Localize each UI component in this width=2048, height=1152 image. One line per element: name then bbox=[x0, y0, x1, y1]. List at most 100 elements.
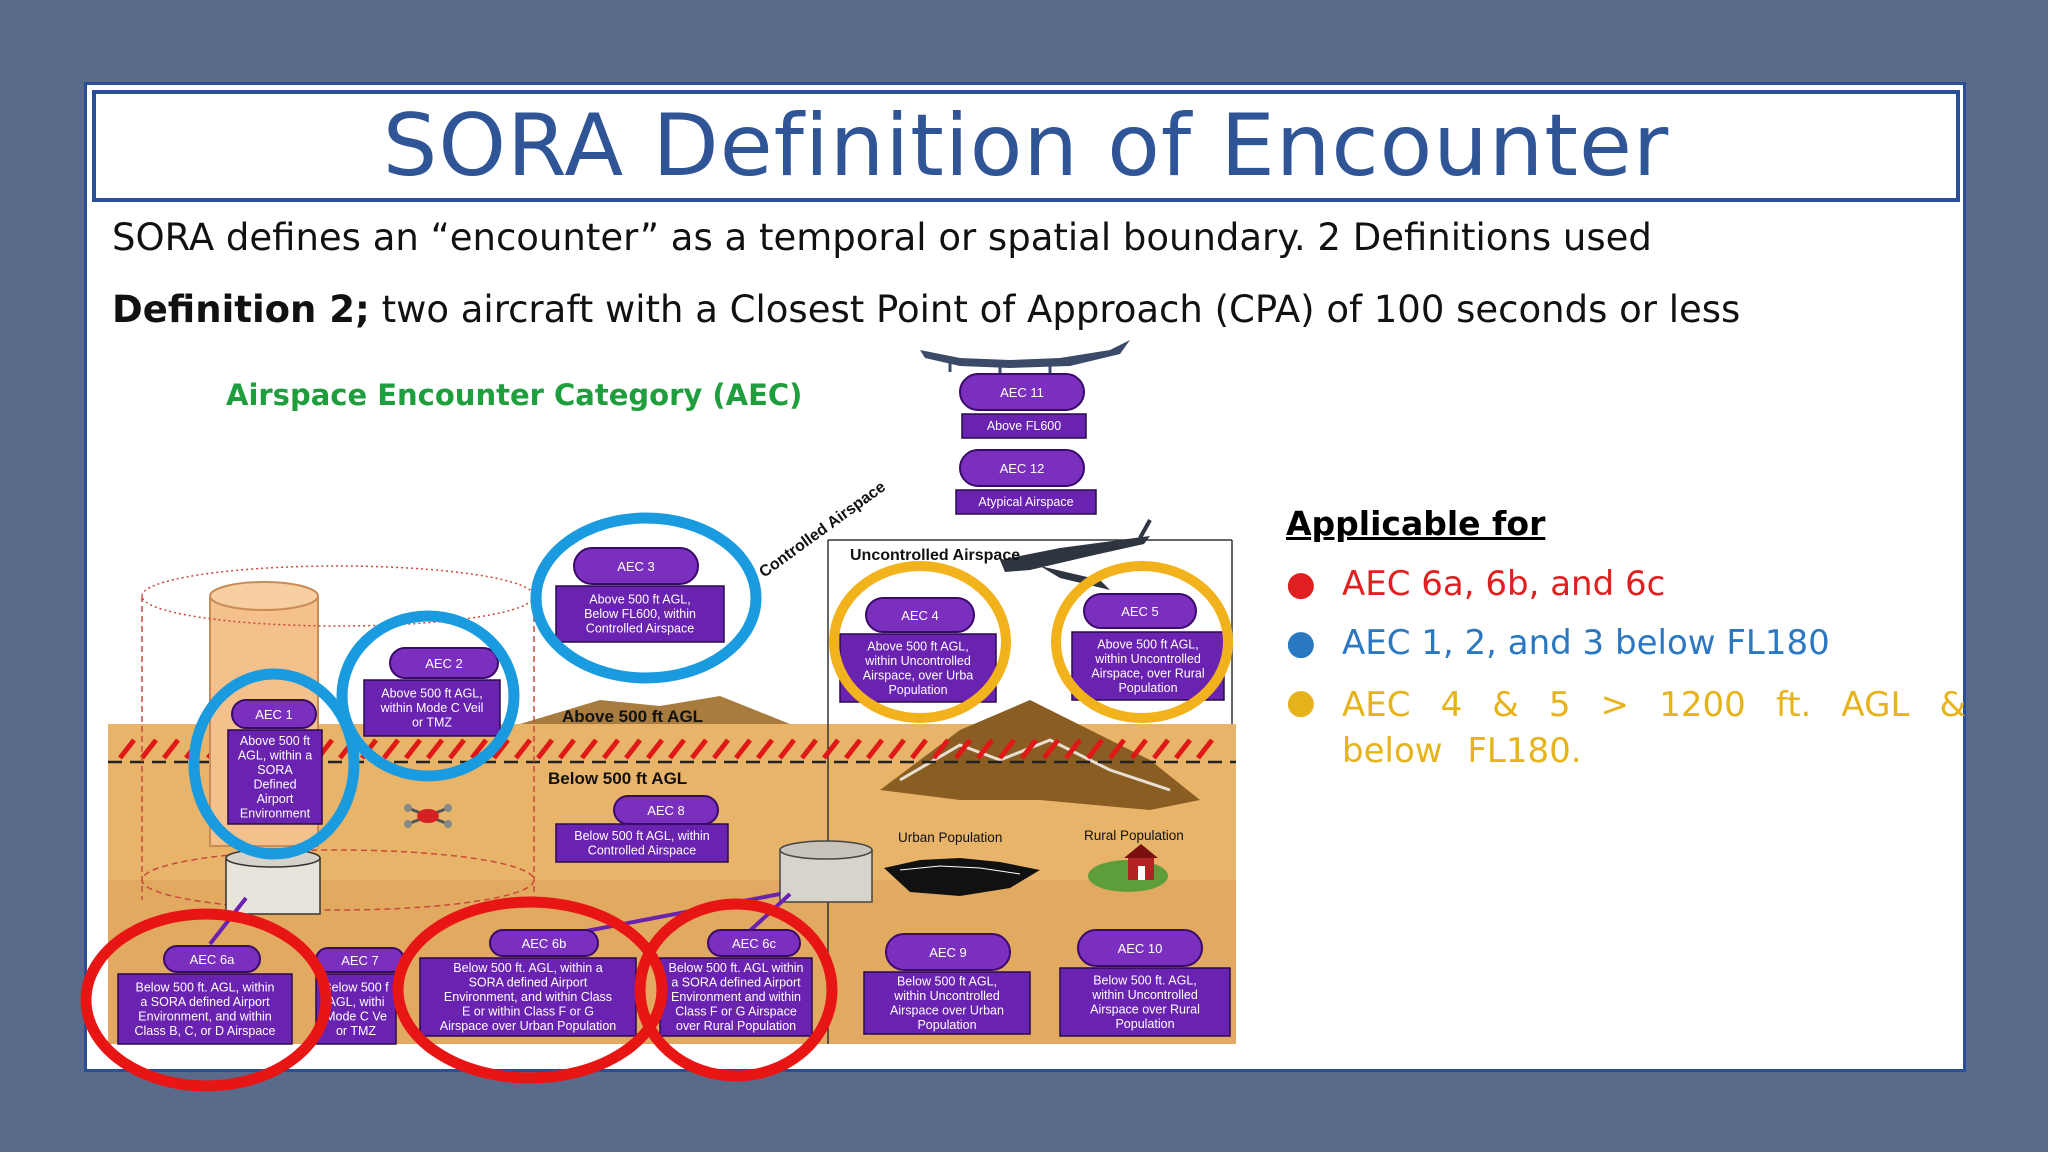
aec12-group: Atypical Airspace AEC 12 bbox=[955, 449, 1097, 515]
hatch-mark bbox=[1020, 738, 1038, 760]
hatch-mark bbox=[646, 738, 664, 760]
aec1-desc-line: Defined bbox=[253, 777, 296, 791]
aec6c-desc-line: Environment and within bbox=[671, 990, 801, 1004]
ring-aec6a bbox=[80, 908, 332, 1092]
hatch-mark bbox=[382, 738, 400, 760]
aec10-pill bbox=[1077, 929, 1203, 967]
aec1-desc-line: Environment bbox=[240, 806, 311, 820]
aec6a-name: AEC 6a bbox=[190, 952, 236, 967]
mountain-right bbox=[880, 700, 1200, 810]
hatch-mark bbox=[426, 738, 444, 760]
bullet-dot-icon: ● bbox=[1286, 623, 1316, 663]
definition-label: Definition 2; bbox=[112, 288, 370, 331]
below-500-label: Below 500 ft AGL bbox=[548, 769, 687, 788]
aec4-group: Above 500 ft AGL,within UncontrolledAirs… bbox=[839, 597, 997, 703]
rural-airport-top bbox=[779, 840, 873, 860]
high-altitude-aircraft-icon bbox=[920, 340, 1130, 374]
applicable-item-text: AEC 6a, 6b, and 6c bbox=[1342, 564, 1666, 604]
applicable-item-text: AEC 4 & 5 > 1200 ft. AGL & below FL180. bbox=[1342, 685, 1966, 771]
controlled-airspace-label: Controlled Airspace bbox=[756, 478, 889, 581]
aec5-desc-line: Above 500 ft AGL, bbox=[1097, 637, 1198, 651]
slide-title: SORA Definition of Encounter bbox=[382, 96, 1670, 196]
aec4-name: AEC 4 bbox=[901, 608, 939, 623]
aec12-name: AEC 12 bbox=[1000, 461, 1045, 476]
aec9-desc-line: Population bbox=[917, 1018, 976, 1032]
hatch-mark bbox=[932, 738, 950, 760]
hatch-mark bbox=[162, 738, 180, 760]
aec6b-desc-line: Airspace over Urban Population bbox=[440, 1019, 617, 1033]
ring-aec6c bbox=[634, 898, 838, 1082]
aec8-desc-box bbox=[555, 823, 729, 863]
hatch-mark bbox=[690, 738, 708, 760]
aec4-desc-line: Population bbox=[888, 683, 947, 697]
aec7-desc-line: Mode C Ve bbox=[325, 1009, 387, 1023]
aec4-desc-line: Airspace, over Urba bbox=[863, 668, 974, 682]
intro-line: SORA defines an “encounter” as a tempora… bbox=[112, 216, 1652, 259]
hatch-mark bbox=[1174, 738, 1192, 760]
hatch-mark bbox=[998, 738, 1016, 760]
aec9-desc-box bbox=[863, 971, 1031, 1035]
hatch-mark bbox=[448, 738, 466, 760]
ring-aec1 bbox=[188, 668, 360, 860]
aec2-name: AEC 2 bbox=[425, 656, 463, 671]
ring-aec2 bbox=[336, 610, 520, 782]
aec12-desc-box bbox=[955, 489, 1097, 515]
connector-6a bbox=[208, 896, 248, 946]
uav-aircraft-icon bbox=[1000, 519, 1152, 590]
aec10-desc-line: within Uncontrolled bbox=[1091, 988, 1198, 1002]
hatch-mark bbox=[404, 738, 422, 760]
aec11-desc-box bbox=[961, 413, 1087, 439]
hatch-mark bbox=[734, 738, 752, 760]
aec12-desc-line: Atypical Airspace bbox=[978, 495, 1073, 509]
aec1-name: AEC 1 bbox=[255, 707, 293, 722]
hatch-mark bbox=[1152, 738, 1170, 760]
ring-aec4 bbox=[829, 561, 1011, 723]
aec3-name: AEC 3 bbox=[617, 559, 655, 574]
aec2-pill bbox=[389, 647, 499, 679]
aec8-desc-line: Below 500 ft AGL, within bbox=[574, 829, 710, 843]
aec3-pill bbox=[573, 547, 699, 585]
aec9-desc-line: Airspace over Urban bbox=[890, 1003, 1004, 1017]
aec6b-desc-line: Environment, and within Class bbox=[444, 990, 612, 1004]
aec2-desc-line: within Mode C Veil bbox=[380, 701, 484, 715]
aec3-desc-line: Below FL600, within bbox=[584, 607, 696, 621]
aec6a-desc-line: Environment, and within bbox=[138, 1009, 271, 1023]
hatch-mark bbox=[976, 738, 994, 760]
aec4-desc-box bbox=[839, 633, 997, 703]
aec10-desc-line: Population bbox=[1115, 1017, 1174, 1031]
diagram-heading: Airspace Encounter Category (AEC) bbox=[226, 378, 803, 412]
rural-farm-icon bbox=[1088, 844, 1168, 892]
urban-city-icon bbox=[884, 858, 1040, 896]
aec6c-desc-line: Class F or G Airspace bbox=[675, 1005, 797, 1019]
hatch-mark bbox=[1108, 738, 1126, 760]
aec11-desc-line: Above FL600 bbox=[987, 419, 1061, 433]
aec5-desc-line: Population bbox=[1118, 681, 1177, 695]
mountain-right-snow bbox=[899, 738, 1171, 792]
aec8-name: AEC 8 bbox=[647, 803, 685, 818]
aec7-name: AEC 7 bbox=[341, 953, 379, 968]
aec5-desc-line: within Uncontrolled bbox=[1094, 652, 1201, 666]
hatch-mark bbox=[1042, 738, 1060, 760]
aec6b-desc-box bbox=[419, 957, 637, 1037]
aec4-desc-line: within Uncontrolled bbox=[864, 654, 971, 668]
aec8-pill bbox=[613, 795, 719, 825]
hatch-mark bbox=[118, 738, 136, 760]
ring-aec5 bbox=[1051, 561, 1233, 723]
aec4-desc-line: Above 500 ft AGL, bbox=[867, 639, 968, 653]
mountain-shape bbox=[520, 696, 790, 724]
applicable-title: Applicable for bbox=[1286, 504, 1546, 543]
aec2-desc-line: Above 500 ft AGL, bbox=[381, 687, 482, 701]
hatch-mark bbox=[800, 738, 818, 760]
hatch-mark bbox=[844, 738, 862, 760]
drone-icon bbox=[404, 804, 452, 828]
hatch-mark bbox=[756, 738, 774, 760]
aec6b-desc-line: E or within Class F or G bbox=[462, 1005, 594, 1019]
aec9-group: Below 500 ft AGL,within UncontrolledAirs… bbox=[863, 933, 1031, 1035]
hatch-mark bbox=[1130, 738, 1148, 760]
ring-aec3 bbox=[530, 512, 762, 684]
hatch-mark bbox=[602, 738, 620, 760]
